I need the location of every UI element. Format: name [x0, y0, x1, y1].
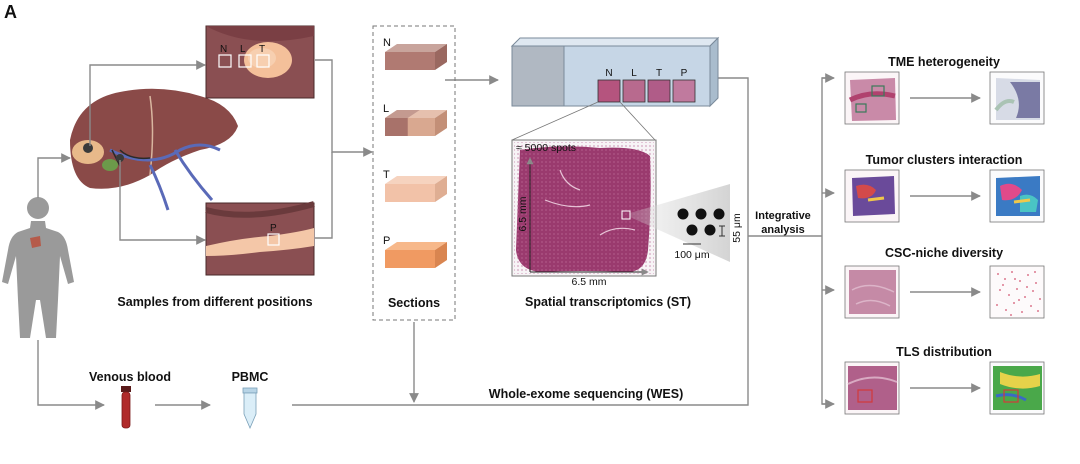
output-title-tls: TLS distribution: [896, 345, 992, 359]
height-label: 6.5 mm: [517, 196, 529, 231]
section-slab-t: [385, 176, 447, 202]
section-label-t: T: [383, 169, 390, 181]
spot-spacing-label: 100 μm: [674, 249, 709, 261]
st-slide: N L T P: [510, 36, 720, 141]
st-tissue-image: ≈ 5000 spots 6.5 mm 6.5 mm: [511, 139, 657, 288]
spots-label: ≈ 5000 spots: [516, 142, 576, 154]
tumor-sample-image: N L T: [205, 25, 315, 99]
portal-vein-sample-image: P: [205, 201, 315, 276]
sections-caption: Sections: [388, 296, 440, 310]
sections-box: N L T P Sections: [372, 25, 456, 321]
zoom-beam: [630, 184, 730, 262]
sample-label-n: N: [220, 44, 227, 55]
sample-label-t: T: [259, 44, 265, 55]
section-label-n: N: [383, 37, 391, 49]
slide-label-t: T: [656, 68, 662, 79]
section-slab-p: [385, 242, 447, 268]
slide-label-l: L: [631, 68, 637, 79]
integrative-line2: analysis: [761, 224, 804, 236]
section-slab-l: [385, 110, 447, 136]
output-title-clusters: Tumor clusters interaction: [866, 153, 1023, 167]
section-label-p: P: [383, 235, 390, 247]
slide-label-n: N: [605, 68, 612, 79]
output-tls: TLS distribution: [844, 345, 1045, 415]
spot-array-icon: [677, 208, 725, 236]
pbmc-label: PBMC: [232, 370, 269, 384]
output-title-tme: TME heterogeneity: [888, 55, 1000, 69]
spot-diameter-label: 55 μm: [731, 213, 743, 243]
pbmc-tube-icon: [242, 387, 258, 430]
venous-blood-label: Venous blood: [89, 370, 171, 384]
liver-icon: [70, 88, 238, 211]
output-csc-niche: CSC-niche diversity: [844, 246, 1045, 319]
connector-lines: [37, 59, 835, 410]
integrative-line1: Integrative: [755, 210, 811, 222]
section-label-l: L: [383, 103, 389, 115]
output-title-csc: CSC-niche diversity: [885, 246, 1003, 260]
output-tme: TME heterogeneity: [844, 55, 1045, 125]
sample-label-p: P: [270, 223, 277, 234]
wes-label: Whole-exome sequencing (WES): [489, 387, 683, 401]
spot-diameter-bar: [719, 225, 725, 237]
blood-tube-icon: [121, 386, 131, 429]
panel-label: A: [4, 2, 17, 22]
samples-caption: Samples from different positions: [117, 295, 312, 309]
output-tumor-clusters: Tumor clusters interaction: [844, 153, 1045, 223]
section-slabs: [385, 44, 447, 268]
human-figure-icon: [2, 197, 74, 338]
width-label: 6.5 mm: [571, 276, 606, 288]
sample-label-l: L: [240, 44, 246, 55]
st-caption: Spatial transcriptomics (ST): [525, 295, 691, 309]
section-slab-n: [385, 44, 447, 70]
slide-label-p: P: [681, 68, 688, 79]
